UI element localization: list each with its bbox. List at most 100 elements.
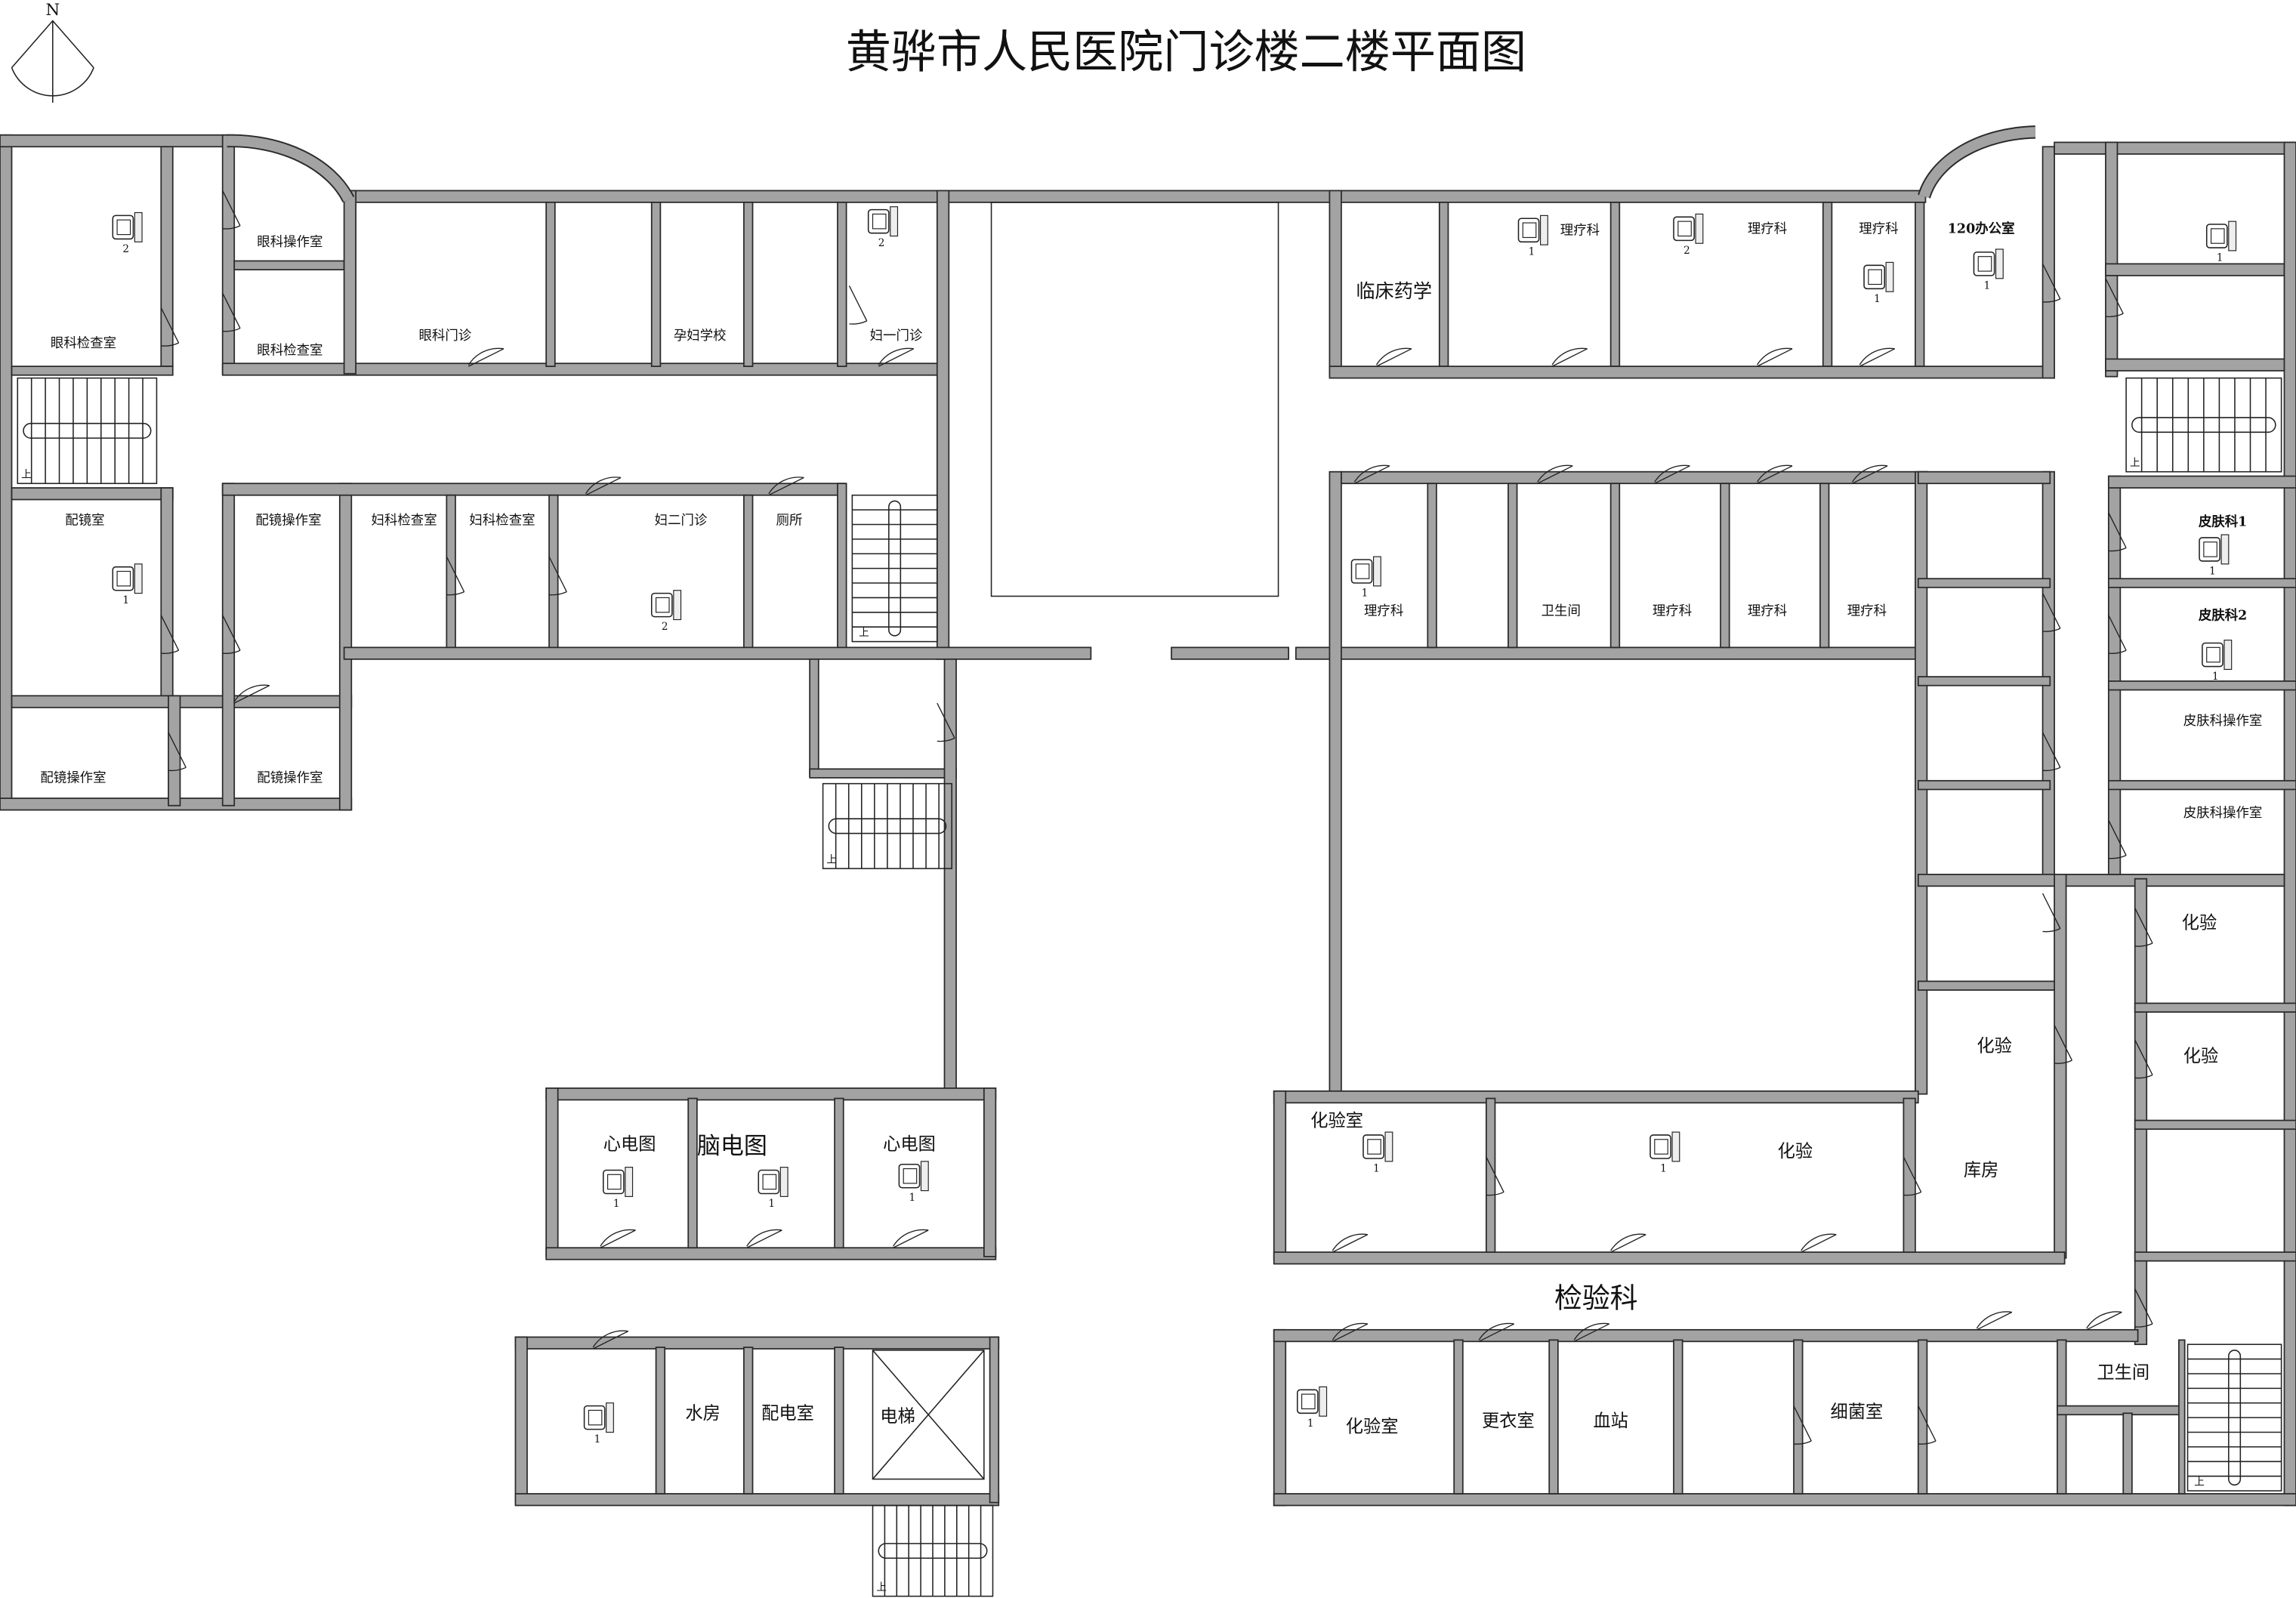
wall	[1438, 202, 1449, 367]
room-label: 细菌室	[1830, 1402, 1883, 1422]
door	[1903, 1156, 1922, 1196]
door	[2105, 278, 2124, 318]
workstation-count: 1	[1307, 1418, 1314, 1430]
wall	[687, 1097, 698, 1249]
workstation-count: 1	[1874, 293, 1881, 305]
room-label: 理疗科	[1364, 604, 1403, 619]
room-label: 心电图	[883, 1134, 936, 1154]
workstation-icon: 1	[1362, 1131, 1393, 1174]
wall	[2041, 470, 2055, 875]
door	[2108, 615, 2127, 654]
room-label: 皮肤科操作室	[2183, 806, 2263, 821]
room-label: 理疗科	[1748, 604, 1787, 619]
wall	[2107, 475, 2296, 489]
wall	[343, 646, 1092, 660]
wall	[1609, 202, 1621, 367]
wall	[0, 134, 228, 148]
page-title: 黄骅市人民医院门诊楼二楼平面图	[846, 26, 1526, 79]
door	[1859, 347, 1896, 367]
wall	[221, 483, 236, 807]
door	[848, 285, 868, 325]
wall	[837, 483, 847, 653]
staircase: 上	[872, 1504, 994, 1597]
workstation-icon: 1	[2199, 534, 2230, 577]
wall	[650, 202, 662, 367]
room-label: 理疗科	[1560, 224, 1600, 239]
door	[2108, 512, 2127, 552]
room-label: 临床药学	[1356, 280, 1432, 302]
door	[746, 1229, 782, 1248]
workstation-count: 1	[2212, 671, 2219, 683]
door	[1478, 1322, 1514, 1342]
walls	[0, 134, 2296, 1507]
wall	[1822, 202, 1833, 367]
wall	[1793, 1339, 1804, 1495]
door	[2108, 819, 2127, 859]
wall	[2107, 680, 2296, 691]
room-label: 配镜操作室	[255, 513, 321, 528]
wall	[837, 202, 847, 367]
workstation-count: 1	[909, 1192, 916, 1204]
workstation-icon: 1	[1296, 1386, 1328, 1430]
door	[585, 477, 622, 496]
wall	[1273, 1328, 2139, 1343]
door	[592, 1330, 629, 1350]
wall	[545, 1247, 997, 1260]
wall	[809, 768, 957, 779]
wall	[2107, 578, 2296, 588]
wall	[2041, 146, 2055, 379]
workstation-icon: 1	[898, 1161, 929, 1204]
door	[1332, 1322, 1369, 1342]
wall	[2122, 1412, 2133, 1495]
wall	[545, 202, 556, 367]
wall	[11, 695, 353, 708]
stair-up-label: 上	[859, 627, 869, 639]
door	[548, 556, 567, 596]
room-label: 脑电图	[697, 1133, 767, 1160]
wall	[11, 487, 174, 501]
wall	[1917, 578, 2051, 588]
workstation-icon: 2	[650, 590, 682, 633]
door	[468, 347, 505, 367]
room-label: 库房	[1964, 1160, 1999, 1180]
wall	[989, 1336, 1000, 1504]
wall	[1917, 676, 2051, 686]
door	[1793, 1405, 1812, 1445]
workstation-count: 1	[1660, 1162, 1667, 1174]
wall	[2178, 1339, 2186, 1495]
door	[937, 702, 955, 742]
room-label: 心电图	[603, 1134, 656, 1154]
wall	[221, 483, 846, 496]
workstation-count: 1	[1362, 587, 1369, 599]
workstation-icon: 1	[112, 563, 143, 606]
wall	[2105, 141, 2119, 378]
room-label: 化验	[2183, 1046, 2219, 1066]
staircase: 上	[2186, 1343, 2282, 1492]
wall	[943, 658, 957, 1092]
room-label: 眼科操作室	[257, 235, 322, 250]
workstation-icon: 2	[112, 211, 143, 255]
workstation-count: 1	[2209, 565, 2216, 577]
door	[160, 307, 180, 347]
door	[893, 1229, 929, 1248]
door	[2134, 1039, 2153, 1079]
wall	[2105, 358, 2296, 372]
wall	[1171, 646, 1289, 660]
wall	[514, 1336, 528, 1504]
stair-up-label: 上	[2194, 1476, 2205, 1488]
wall	[1917, 1339, 1928, 1495]
staircase: 上	[17, 377, 158, 484]
wall	[160, 487, 174, 702]
wall	[2134, 878, 2148, 1346]
wall	[1329, 366, 2055, 379]
wall	[1273, 1090, 1919, 1104]
door	[1801, 1233, 1837, 1253]
door	[222, 292, 241, 332]
wall	[168, 695, 181, 807]
workstation-count: 2	[1683, 245, 1690, 257]
stair-up-label: 上	[876, 1581, 887, 1593]
workstation-icon: 1	[1517, 214, 1548, 258]
room-label: 眼科门诊	[419, 329, 472, 344]
